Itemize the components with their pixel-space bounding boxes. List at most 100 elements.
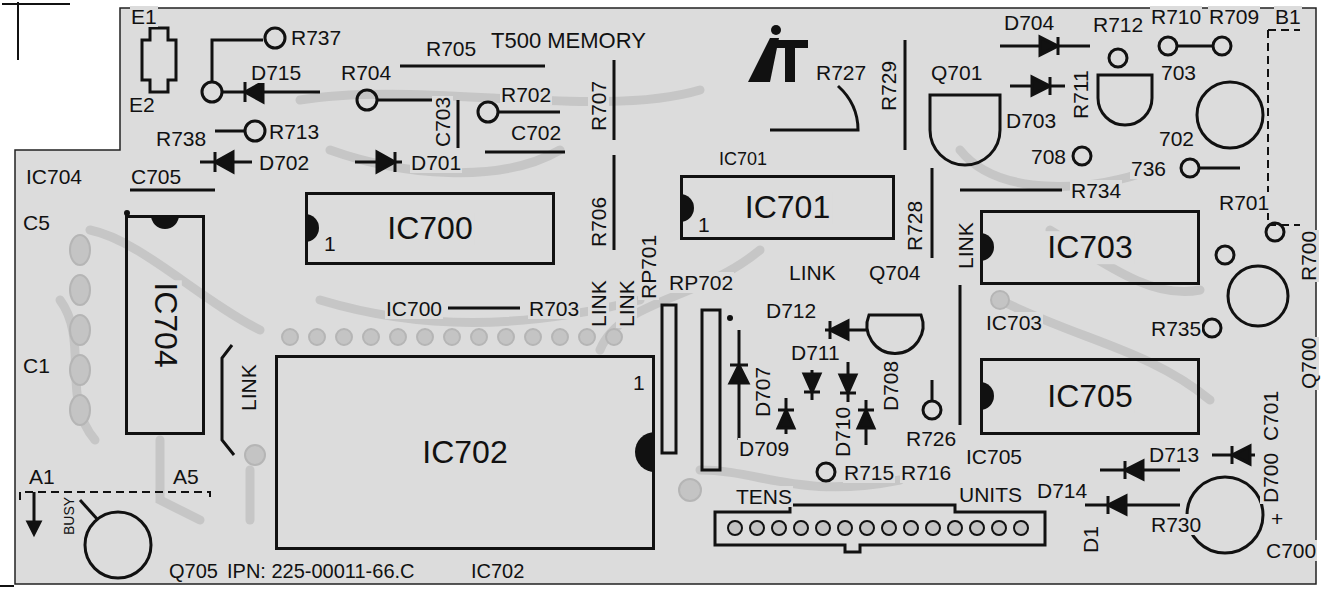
part-label: BUSY: [62, 496, 76, 536]
ic-name: IC704: [148, 280, 182, 369]
component-line: [613, 60, 616, 140]
diode-symbol: [215, 152, 233, 172]
transistor-outline: [1197, 82, 1263, 148]
diode-symbol: [840, 375, 856, 393]
solder-pad: [991, 291, 1009, 309]
bracket-dashed: [1268, 30, 1300, 225]
part-label: R704: [340, 62, 392, 83]
connector-pad: [992, 521, 1006, 535]
ic-label-group: IC701: [743, 191, 832, 225]
ic-name: IC703: [1045, 231, 1134, 265]
solder-pad: [390, 329, 406, 345]
ic-label-group: IC705: [1045, 380, 1134, 414]
part-label: R705: [425, 38, 477, 59]
diode-symbol: [858, 410, 874, 428]
part-label: R700: [1298, 230, 1319, 282]
part-label: R712: [1092, 14, 1144, 35]
resistor-pad: [1203, 319, 1221, 337]
part-label: C700: [1265, 540, 1317, 561]
solder-pad: [70, 315, 90, 345]
part-label: UNITS: [958, 484, 1023, 505]
part-label: +: [1270, 508, 1284, 529]
solder-pad: [679, 479, 701, 501]
component-line: [960, 189, 1062, 192]
part-label: R701: [1218, 192, 1270, 213]
diode-bar: [829, 321, 832, 339]
solder-pad: [70, 235, 90, 265]
diode-bar: [778, 409, 794, 412]
part-label: C1: [22, 355, 51, 376]
ic-outline: IC700: [305, 192, 555, 265]
bracket-dashed: [20, 492, 210, 500]
part-label: D710: [832, 406, 853, 458]
diode-bar: [730, 364, 748, 367]
ic-label-group: IC700: [385, 212, 474, 246]
ic-label-group: IC704: [148, 280, 182, 369]
resistor-pad: [1109, 49, 1127, 67]
resistor-pad: [478, 102, 498, 122]
connector-pad: [860, 521, 874, 535]
logo-dot: [771, 25, 781, 35]
part-label: IPN: 225-00011-66.C: [226, 561, 416, 581]
component-line: [1085, 504, 1180, 507]
diode-bar: [1049, 77, 1052, 95]
corner-mark: [0, 2, 70, 586]
part-label: RP701: [638, 234, 659, 300]
part-label: R729: [878, 60, 899, 112]
resistor-pack: [702, 310, 720, 470]
solder-pad: [336, 329, 352, 345]
part-label: D711: [790, 342, 841, 363]
resistor-pad: [923, 401, 941, 419]
part-label: 1: [323, 233, 337, 254]
part-label: C705: [130, 166, 182, 187]
solder-pad: [606, 329, 622, 345]
component-line: [215, 130, 245, 133]
diode-bar: [1124, 461, 1127, 479]
part-label: IC703: [985, 312, 1043, 333]
part-label: D715: [250, 62, 302, 83]
part-label: R703: [528, 298, 580, 319]
diode-bar: [1107, 496, 1110, 514]
part-label: R716: [900, 462, 952, 483]
ic-outline: IC701: [680, 175, 895, 240]
part-label: T500 MEMORY: [490, 30, 647, 52]
ic-outline: IC703: [980, 210, 1200, 285]
part-label: C701: [1260, 390, 1281, 442]
component-line: [931, 168, 934, 258]
part-label: D707: [752, 366, 773, 418]
part-label: A1: [28, 466, 56, 487]
component-line: [1177, 45, 1212, 48]
part-label: R728: [904, 200, 925, 252]
connector-pad: [750, 521, 764, 535]
part-label: R713: [268, 121, 320, 142]
part-label: R707: [588, 80, 609, 132]
part-label: Q700: [1298, 337, 1319, 390]
ic-outline: IC704: [125, 215, 205, 435]
solder-pad: [471, 329, 487, 345]
resistor-pad: [202, 82, 222, 102]
part-label: IC700: [385, 298, 443, 319]
component-line: [457, 100, 460, 148]
resistor-pad: [265, 28, 285, 48]
part-label: R735: [1150, 318, 1202, 339]
diode-bar: [244, 82, 247, 102]
link-jog: [222, 345, 234, 455]
component-line: [222, 91, 320, 94]
part-label: 703: [1160, 62, 1197, 83]
ic-name: IC702: [420, 436, 509, 470]
component-line: [130, 189, 215, 192]
ic-label-group: IC702: [420, 436, 509, 470]
part-label: 702: [1158, 128, 1195, 149]
resistor-pack: [662, 305, 676, 453]
part-label: C703: [432, 96, 453, 148]
resistor-pad: [1213, 37, 1231, 55]
connector-pad: [882, 521, 896, 535]
component-line: [1199, 167, 1240, 170]
connector-pad: [948, 521, 962, 535]
logo-stroke: [785, 48, 795, 82]
solder-pad: [70, 395, 90, 425]
leader-line: [770, 86, 858, 130]
